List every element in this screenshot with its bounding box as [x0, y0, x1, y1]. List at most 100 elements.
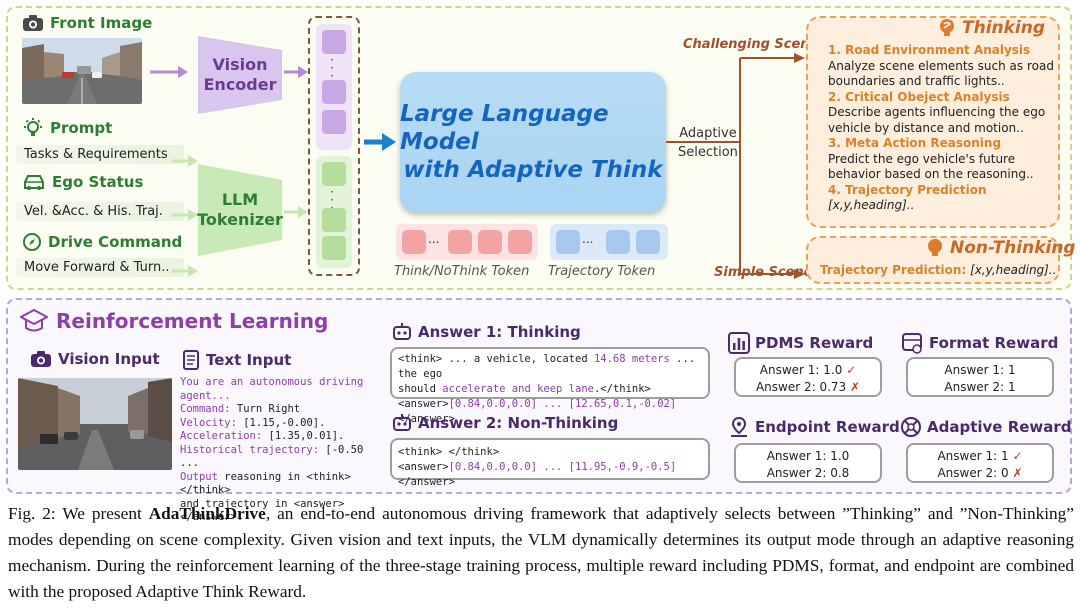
answer1-line: <answer>[0.84,0.0,0.0] ... [12.65,0.1,-0… — [398, 397, 702, 427]
prompt-value: [1.15,-0.00]. — [236, 416, 326, 429]
challenging-scene-label: Challenging Scene — [683, 37, 819, 52]
prompt-key: You are an autonomous driving agent... — [180, 376, 364, 402]
document-icon — [183, 350, 199, 370]
thinking-heading: Thinking — [938, 18, 1045, 38]
arrow-ego-to-tokenizer — [172, 206, 200, 225]
car-icon — [24, 175, 44, 190]
vision-token-ellipsis: ··· — [330, 53, 334, 83]
pdms-answer1: Answer 1: 1.0 ✓ — [736, 362, 880, 379]
text-input-heading: Text Input — [182, 350, 291, 370]
answer1-text: .</think> — [593, 383, 651, 395]
prompt-key: Acceleration: — [180, 430, 263, 442]
thinking-steps: 1. Road Environment Analysis Analyze sce… — [828, 43, 1056, 214]
endpoint-answer1: Answer 1: 1.0 — [736, 448, 880, 465]
thinking-step-body: Describe agents influencing the ego — [828, 105, 1046, 119]
prompt-key: Command: — [180, 403, 231, 415]
reward-value: 1 — [1007, 363, 1016, 377]
thinking-step-body: boundaries and traffic lights.. — [828, 74, 1005, 88]
vision-token — [322, 110, 346, 134]
llm-label-2: with Adaptive Think — [403, 157, 663, 183]
endpoint-answer2: Answer 2: 0.8 — [736, 465, 880, 482]
answer1-title: Answer 1: Thinking — [418, 323, 581, 341]
trajectory-token — [556, 230, 580, 254]
prompt-key: Output — [180, 470, 218, 483]
answer2-box: <think> </think> <answer>[0.84,0.0,0.0] … — [390, 438, 710, 488]
prompt-line: and trajectory in <answer></answer>. — [180, 498, 388, 525]
caption-framework-name: AdaThinkDrive — [148, 504, 266, 523]
thinking-step-body: vehicle by distance and motion.. — [828, 120, 1024, 135]
adaptive-selection-label: Adaptive Selection — [678, 124, 738, 162]
rl-camera-image — [18, 378, 172, 470]
tokenizer-label-2: Tokenizer — [197, 210, 283, 229]
front-camera-image — [22, 38, 142, 104]
thinking-title: Thinking — [962, 18, 1046, 38]
adaptive-selection-label-2: Selection — [678, 145, 738, 160]
answer-label: Answer 1: — [766, 449, 831, 463]
ego-status-sub-label: Vel. &Acc. & His. Traj. — [16, 202, 184, 221]
arrow-tokenizer-to-tokens — [284, 204, 310, 223]
answer1-text: <answer> — [398, 398, 449, 410]
answer1-box: <think> ... a vehicle, located 14.68 met… — [390, 347, 710, 425]
thinking-step-head: 4. Trajectory Prediction — [828, 182, 987, 197]
cross-icon: ✗ — [850, 380, 861, 394]
thinking-step-head: 2. Critical Obeject Analysis — [828, 89, 1010, 104]
vision-encoder-label-2: Encoder — [203, 75, 277, 94]
brain-bulb-icon — [940, 19, 954, 36]
pdms-reward-heading: PDMS Reward — [728, 332, 873, 354]
caption-prefix: Fig. 2: We present — [8, 504, 149, 523]
prompt-line: Velocity: [1.15,-0.00]. — [180, 417, 388, 431]
camera-icon — [31, 351, 51, 367]
adaptive-answer2: Answer 2: 0 ✗ — [908, 465, 1052, 482]
bar-chart-icon — [728, 332, 750, 354]
answer2-trajectory: [0.84,0.0,0.0] ... [11.95,-0.9,-0.5] — [448, 461, 677, 473]
compass-icon — [23, 233, 41, 251]
arrow-drive-to-tokenizer — [172, 262, 200, 281]
thinking-step-body: behavior based on the reasoning.. — [828, 167, 1034, 181]
prompt-value: reasoning in <think></think> — [180, 470, 351, 497]
answer1-text: </answer> — [398, 413, 455, 425]
caption-body: , an end-to-end autonomous driving frame… — [8, 504, 1074, 601]
arrow-encoder-to-tokens — [284, 64, 310, 83]
adaptive-reward-box: Answer 1: 1 ✓ Answer 2: 0 ✗ — [906, 443, 1054, 483]
format-answer2: Answer 2: 1 — [908, 379, 1052, 396]
figure-caption: Fig. 2: We present AdaThinkDrive, an end… — [8, 501, 1074, 605]
reward-value: 1.0 — [830, 449, 850, 463]
text-token — [322, 236, 346, 260]
answer1-text: should — [398, 383, 443, 395]
think-token — [402, 230, 426, 254]
answer1-heading: Answer 1: Thinking — [392, 322, 581, 342]
rl-heading: Reinforcement Learning — [20, 308, 328, 334]
text-token — [322, 162, 346, 186]
graduation-cap-icon — [20, 308, 48, 332]
tokenizer-label-1: LLM — [221, 190, 259, 209]
prompt-value: [1.35,0.01]. — [262, 430, 345, 442]
reward-value: 0.73 — [819, 380, 847, 394]
think-token-ellipsis: ... — [428, 232, 440, 246]
prompt-sub-label: Tasks & Requirements — [16, 145, 184, 164]
thinking-step-body: [x,y,heading].. — [828, 198, 915, 212]
adaptive-answer1: Answer 1: 1 ✓ — [908, 448, 1052, 465]
format-reward-heading: Format Reward — [902, 332, 1058, 354]
non-thinking-body: Trajectory Prediction: [x,y,heading].. — [820, 263, 1057, 277]
thinking-step-body: Analyze scene elements such as road — [828, 58, 1054, 73]
thinking-step-head: 1. Road Environment Analysis — [828, 43, 1031, 57]
answer2-line: <answer>[0.84,0.0,0.0] ... [11.95,-0.9,-… — [398, 460, 702, 490]
llm-label-1: Large Language Model — [400, 101, 609, 155]
text-input-label: Text Input — [206, 351, 292, 369]
answer2-line: <think> </think> — [398, 446, 500, 458]
non-thinking-title: Non-Thinking — [950, 238, 1076, 258]
answer2-text: <answer> — [398, 461, 449, 473]
arrow-tokens-to-llm — [364, 132, 398, 156]
answer1-text: ... the ego — [398, 353, 696, 380]
prompt-label: Prompt — [50, 119, 113, 137]
non-thinking-value: [x,y,heading].. — [970, 263, 1057, 277]
pdms-answer2: Answer 2: 0.73 ✗ — [736, 379, 880, 396]
vision-token — [322, 30, 346, 54]
pdms-reward-title: PDMS Reward — [755, 334, 874, 352]
token-column: ··· ··· — [308, 16, 360, 276]
drive-command-label: Drive Command — [48, 233, 183, 251]
reward-value: 1 — [1007, 380, 1016, 394]
trajectory-token-ellipsis: ... — [582, 232, 594, 246]
adaptive-reward-heading: Adaptive Reward — [900, 416, 1072, 438]
